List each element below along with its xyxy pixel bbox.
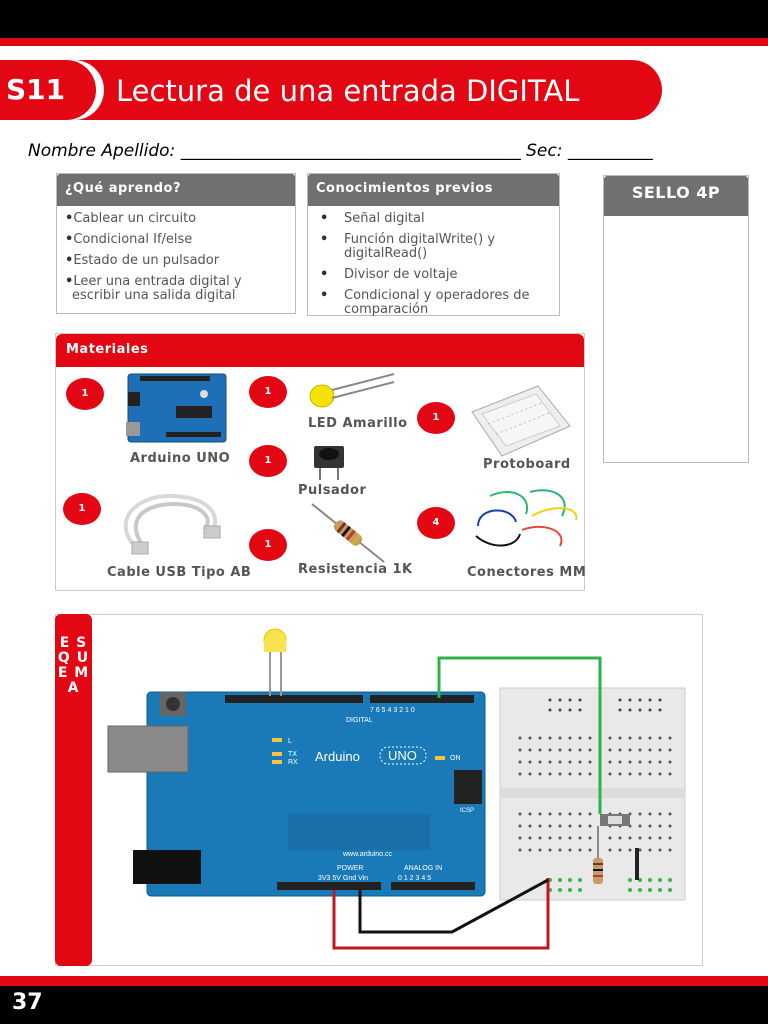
led-yellow-image xyxy=(309,373,395,408)
material-label: Protoboard xyxy=(483,457,571,472)
sello-box: SELLO 4P xyxy=(603,175,749,463)
pushbutton-image xyxy=(314,446,344,480)
tx-label: TX xyxy=(288,751,297,758)
usb-port xyxy=(107,725,189,773)
qty-badge: 1 xyxy=(63,493,101,525)
analog-pins: 0 1 2 3 4 5 xyxy=(398,875,431,882)
bottom-red-stripe xyxy=(0,976,768,986)
black-wire xyxy=(358,878,549,934)
digital-label: DIGITAL xyxy=(346,717,373,724)
esquema-sidebar: E S Q U E M A xyxy=(55,614,92,966)
qty-badge: 1 xyxy=(249,445,287,477)
green-wire xyxy=(437,656,602,814)
power-label: POWER xyxy=(337,865,363,872)
material-label: Resistencia 1K xyxy=(298,562,413,577)
sello-title: SELLO 4P xyxy=(604,176,748,216)
bottom-black-bar xyxy=(0,986,768,1024)
materiales-title: Materiales xyxy=(56,334,584,367)
qty-badge: 1 xyxy=(249,376,287,408)
material-label: Conectores MM xyxy=(467,565,587,580)
board-brand: Arduino xyxy=(315,749,360,764)
top-red-stripe xyxy=(0,38,768,46)
name-section-line: Nombre Apellido: _______________________… xyxy=(28,141,653,161)
jumper-wires-image xyxy=(475,489,578,547)
material-label: LED Amarillo xyxy=(308,416,408,431)
learn-item: Estado de un pulsador xyxy=(65,254,287,268)
resistor-image xyxy=(311,503,385,563)
materiales-box: Materiales xyxy=(55,333,585,591)
conocimientos-box: Conocimientos previos Señal digital Func… xyxy=(307,173,560,317)
protoboard-image xyxy=(471,385,571,457)
icsp-label: ICSP xyxy=(460,808,474,814)
conocimientos-title: Conocimientos previos xyxy=(308,174,559,206)
qty-badge: 1 xyxy=(249,529,287,561)
material-label: Pulsador xyxy=(298,483,367,498)
prior-item: Señal digital xyxy=(316,212,551,227)
que-aprendo-box: ¿Qué aprendo? Cablear un circuito Condic… xyxy=(56,173,296,314)
qty-badge: 4 xyxy=(417,507,455,539)
l-label: L xyxy=(288,738,292,745)
power-jack xyxy=(133,850,201,884)
material-label: Cable USB Tipo AB xyxy=(107,565,252,580)
learn-item: Condicional If/else xyxy=(65,233,287,247)
qty-badge: 1 xyxy=(417,402,455,434)
usb-cable-image xyxy=(123,493,221,555)
prior-item: Función digitalWrite() y digitalRead() xyxy=(316,233,551,261)
analog-in-label: ANALOG IN xyxy=(404,865,442,872)
learn-item: Cablear un circuito xyxy=(65,212,287,226)
prior-item: Condicional y operadores de comparación xyxy=(316,289,551,317)
learn-item: Leer una entrada digital y escribir una … xyxy=(65,275,287,303)
page-title: Lectura de una entrada DIGITAL xyxy=(116,74,580,108)
power-pins: 3V3 5V Gnd Vin xyxy=(318,875,368,882)
circuit-diagram: Arduino UNO DIGITAL 7 6 5 4 3 2 1 0 ON L… xyxy=(107,628,686,950)
qty-badge: 1 xyxy=(66,378,104,410)
rx-label: RX xyxy=(288,759,298,766)
esquema-label: E S Q U E M A xyxy=(57,635,90,696)
on-label: ON xyxy=(450,755,461,762)
que-aprendo-title: ¿Qué aprendo? xyxy=(57,174,295,206)
prior-item: Divisor de voltaje xyxy=(316,268,551,283)
session-badge: S11 xyxy=(0,60,96,120)
top-black-bar xyxy=(0,0,768,38)
website-label: www.arduino.cc xyxy=(342,851,393,858)
board-model: UNO xyxy=(388,748,417,763)
red-wire xyxy=(332,878,550,950)
title-banner xyxy=(0,60,662,120)
digital-pins: 7 6 5 4 3 2 1 0 xyxy=(370,707,415,714)
arduino-uno-image xyxy=(126,373,227,443)
page-number: 37 xyxy=(12,990,43,1015)
material-label: Arduino UNO xyxy=(130,451,231,466)
